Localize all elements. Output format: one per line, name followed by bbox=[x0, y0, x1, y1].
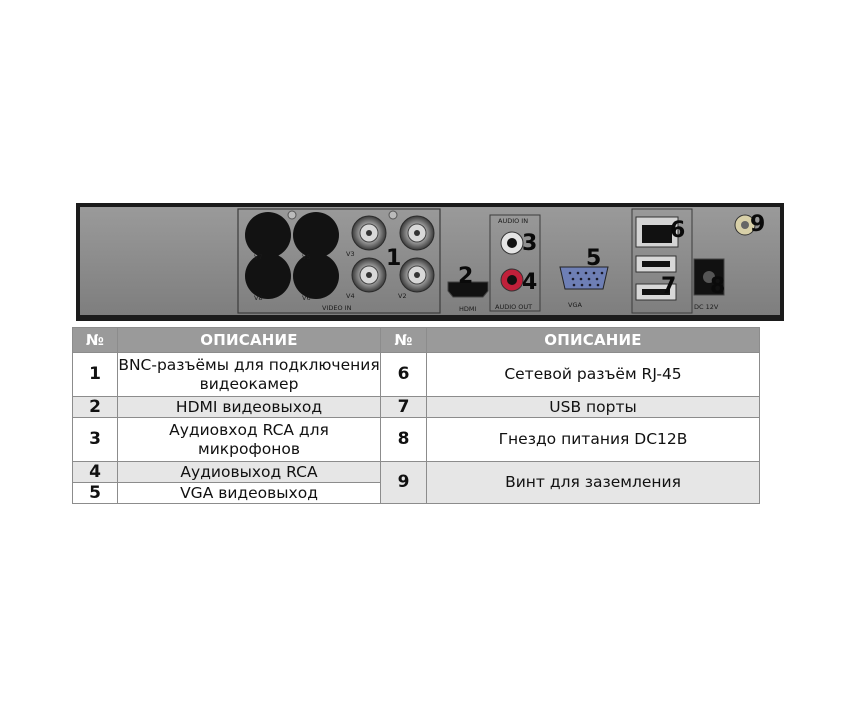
row-description: USB порты bbox=[426, 396, 760, 418]
row-number: 7 bbox=[380, 396, 427, 418]
row-number: 5 bbox=[72, 482, 118, 504]
row-number: 2 bbox=[72, 396, 118, 418]
table-row: 1 BNC-разъёмы для подключения видеокамер… bbox=[72, 352, 760, 397]
row-description: Сетевой разъём RJ-45 bbox=[426, 352, 760, 397]
vga-port bbox=[559, 266, 609, 290]
row-description: Аудиовход RCA для микрофонов bbox=[117, 417, 381, 462]
callout-5: 5 bbox=[586, 246, 601, 271]
table-row: 3 Аудиовход RCA для микрофонов 8 Гнездо … bbox=[72, 417, 760, 462]
header-number-left: № bbox=[72, 327, 118, 353]
row-number: 8 bbox=[380, 417, 427, 462]
silk-audio-out: AUDIO OUT bbox=[495, 303, 532, 311]
callout-8: 8 bbox=[710, 274, 725, 299]
row-description: HDMI видеовыход bbox=[117, 396, 381, 418]
dvr-rear-panel: V7 V5 V8 V6 V3 V4 V2 VIDEO IN HDMI AUDIO… bbox=[76, 203, 784, 321]
callout-9: 9 bbox=[750, 212, 765, 237]
video-in-frame bbox=[237, 208, 441, 314]
callout-3: 3 bbox=[522, 231, 537, 256]
row-description: BNC-разъёмы для подключения видеокамер bbox=[117, 352, 381, 397]
callout-7: 7 bbox=[661, 274, 676, 299]
callout-6: 6 bbox=[670, 218, 685, 243]
header-number-right: № bbox=[380, 327, 427, 353]
silk-vga: VGA bbox=[568, 301, 582, 309]
header-description-left: ОПИСАНИЕ bbox=[117, 327, 381, 353]
screw bbox=[287, 210, 297, 220]
row-number: 9 bbox=[380, 461, 427, 504]
blank-port-v6 bbox=[293, 253, 339, 299]
silk-dc12v: DC 12V bbox=[694, 303, 719, 311]
row-number: 4 bbox=[72, 461, 118, 483]
silk-v6: V6 bbox=[302, 294, 311, 302]
row-description: Гнездо питания DC12В bbox=[426, 417, 760, 462]
callout-4: 4 bbox=[522, 270, 537, 295]
table-row: 2 HDMI видеовыход 7 USB порты bbox=[72, 396, 760, 418]
row-number: 1 bbox=[72, 352, 118, 397]
blank-port-v7 bbox=[245, 212, 291, 258]
blank-port-v8 bbox=[245, 253, 291, 299]
audio-frame bbox=[489, 214, 541, 312]
table-header-row: № ОПИСАНИЕ № ОПИСАНИЕ bbox=[72, 327, 760, 353]
silk-v8: V8 bbox=[254, 294, 263, 302]
lan-usb-frame bbox=[631, 208, 693, 314]
table-row: 4 Аудиовыход RCA 9 Винт для заземления bbox=[72, 461, 760, 504]
row-description: Аудиовыход RCA bbox=[117, 461, 381, 483]
connector-table: № ОПИСАНИЕ № ОПИСАНИЕ 1 BNC-разъёмы для … bbox=[72, 327, 760, 504]
callouts: 1 2 3 4 5 6 7 8 9 bbox=[386, 212, 765, 299]
silk-v5: V5 bbox=[302, 253, 311, 261]
silk-video-in: VIDEO IN bbox=[322, 304, 352, 312]
silk-hdmi: HDMI bbox=[459, 305, 477, 313]
row-number: 6 bbox=[380, 352, 427, 397]
silk-v7: V7 bbox=[254, 253, 263, 261]
row-number: 3 bbox=[72, 417, 118, 462]
row-description: VGA видеовыход bbox=[117, 482, 381, 504]
silk-audio-in: AUDIO IN bbox=[498, 217, 528, 225]
hdmi-port bbox=[447, 281, 489, 298]
table-row: 5 VGA видеовыход bbox=[72, 482, 760, 504]
silk-v3: V3 bbox=[346, 250, 355, 258]
blank-port-v5 bbox=[293, 212, 339, 258]
silk-v4: V4 bbox=[346, 292, 355, 300]
callout-2: 2 bbox=[458, 264, 473, 289]
silk-labels: V7 V5 V8 V6 V3 V4 V2 VIDEO IN HDMI AUDIO… bbox=[254, 217, 719, 313]
callout-1: 1 bbox=[386, 246, 401, 271]
silk-v2: V2 bbox=[398, 292, 407, 300]
bnc-connectors bbox=[351, 210, 435, 293]
header-description-right: ОПИСАНИЕ bbox=[426, 327, 760, 353]
row-description: Винт для заземления bbox=[426, 461, 760, 504]
